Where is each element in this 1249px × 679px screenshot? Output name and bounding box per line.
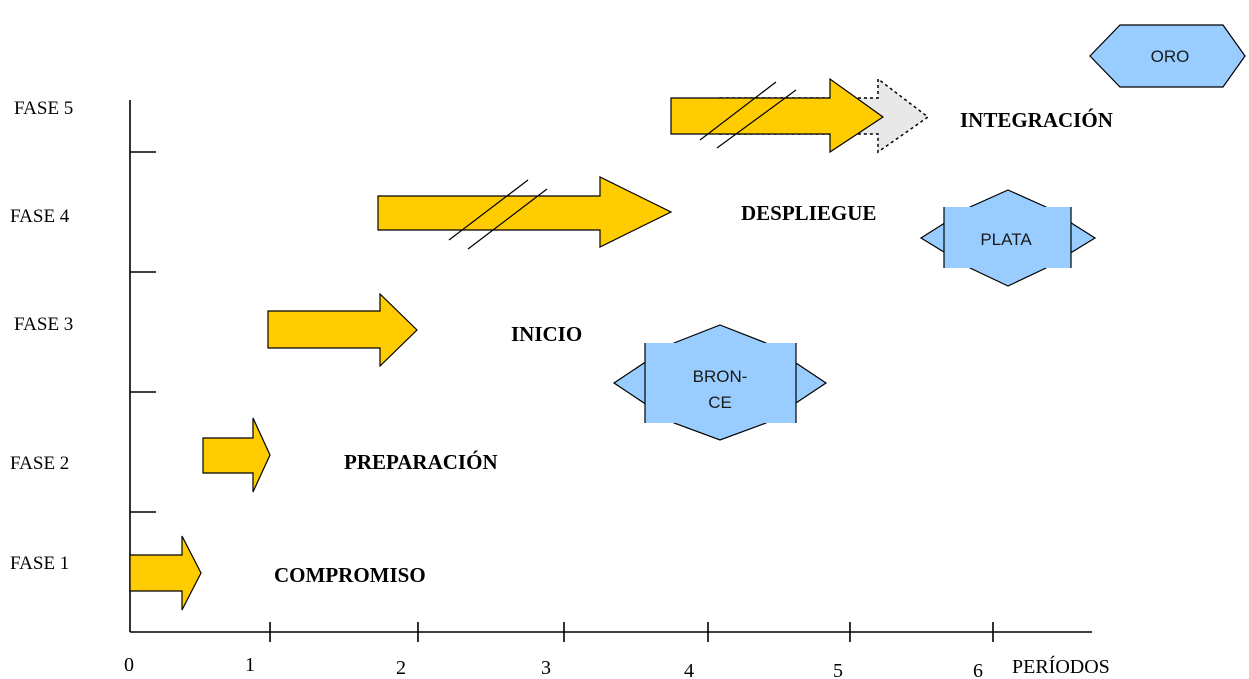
stage-label-integracion: INTEGRACIÓN <box>960 108 1113 132</box>
x-tick-label-4: 4 <box>684 660 694 679</box>
silver-badge-inner <box>944 207 1071 268</box>
x-tick-label-3: 3 <box>541 657 551 679</box>
phase-2-arrow <box>202 417 271 493</box>
break-mark <box>716 89 797 149</box>
bronze-badge-label-line1: BRON- <box>693 367 748 386</box>
phase-label-3: FASE 3 <box>14 314 73 335</box>
phase-4-arrow <box>377 176 673 248</box>
break-mark <box>448 179 529 241</box>
phase-1-arrow <box>129 535 202 611</box>
break-mark <box>699 81 777 141</box>
phase-label-5: FASE 5 <box>14 98 73 119</box>
bronze-badge-label-line2: CE <box>708 393 732 412</box>
phase-3-arrow <box>267 292 418 368</box>
x-tick-label-1: 1 <box>245 654 255 676</box>
bronze-badge-inner <box>645 343 796 423</box>
phase-5-arrow <box>670 77 885 154</box>
phase-label-4: FASE 4 <box>10 206 70 227</box>
stage-label-compromiso: COMPROMISO <box>274 563 426 587</box>
gold-badge-label: ORO <box>1151 47 1190 66</box>
gold-badge <box>1089 24 1246 88</box>
stage-label-inicio: INICIO <box>511 322 582 346</box>
stage-label-preparacion: PREPARACIÓN <box>344 450 498 474</box>
x-axis-title: PERÍODOS <box>1012 655 1110 678</box>
silver-badge-label: PLATA <box>980 230 1032 249</box>
phase-label-1: FASE 1 <box>10 553 69 574</box>
stage-label-despliegue: DESPLIEGUE <box>741 201 876 225</box>
x-tick-label-6: 6 <box>973 660 983 679</box>
x-tick-label-5: 5 <box>833 660 843 679</box>
x-tick-label-2: 2 <box>396 657 406 679</box>
x-tick-label-0: 0 <box>124 654 134 676</box>
phase-label-2: FASE 2 <box>10 453 69 474</box>
break-mark <box>467 188 548 250</box>
